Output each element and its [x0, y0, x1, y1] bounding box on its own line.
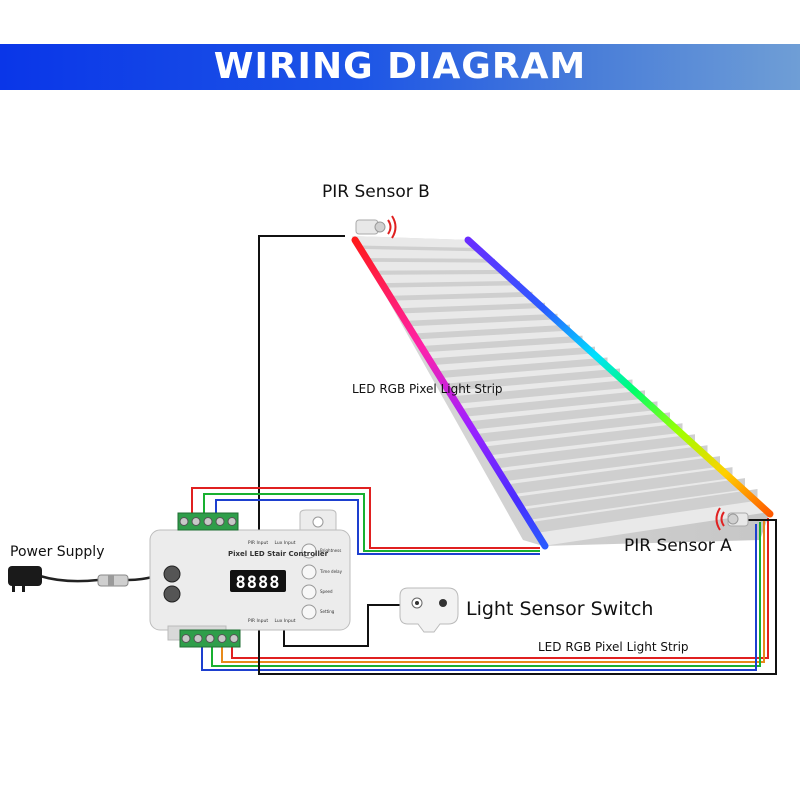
led-strip-right [464, 236, 774, 518]
wire-light-sensor [283, 604, 400, 647]
wire-bottom-red [231, 518, 769, 659]
port-label-lux-top: Lux Input [274, 540, 295, 546]
port-label-lux-bottom: Lux Input [274, 618, 295, 624]
speed-button[interactable] [301, 584, 317, 600]
label-pir-sensor-a: PIR Sensor A [624, 536, 732, 556]
stair-step [511, 456, 720, 495]
button-label-setting: Setting [320, 609, 335, 614]
terminal-screw [193, 634, 203, 643]
terminal-screw [217, 634, 227, 643]
stair-step [431, 346, 595, 366]
setting-button[interactable] [301, 604, 317, 620]
stair-step [471, 401, 658, 430]
wire-bottom-orange [221, 520, 765, 663]
page-title: WIRING DIAGRAM [213, 46, 587, 87]
terminal-screw [179, 517, 189, 526]
stair-step [375, 269, 508, 275]
terminal-screw [229, 634, 239, 643]
stair-step [391, 291, 533, 301]
light-sensor-switch [399, 587, 459, 633]
stair-step [359, 245, 483, 252]
display-digits: 8888 [236, 573, 281, 593]
terminal-screw [205, 634, 215, 643]
wire-top-green [203, 493, 540, 552]
terminal-screw [191, 517, 201, 526]
terminal-block-top [177, 512, 239, 531]
stair-step [399, 302, 545, 314]
controller-name: Pixel LED Stair Controller [228, 550, 329, 558]
stair-step [415, 324, 570, 340]
stair-step [407, 313, 558, 327]
port-label-pir-top: PIR Input [248, 540, 268, 546]
wire-pir-b [258, 235, 345, 538]
wire-power-supply [39, 574, 99, 583]
stair-step [479, 412, 670, 443]
staircase [352, 236, 770, 546]
power-supply-plug [8, 566, 129, 592]
label-pir-sensor-b: PIR Sensor B [322, 182, 430, 202]
stair-step [487, 423, 683, 456]
pir-sensor-b [355, 215, 397, 239]
terminal-block-bottom [179, 629, 241, 648]
title-banner [0, 44, 800, 90]
stair-steps [359, 245, 758, 534]
stair-step [455, 379, 633, 404]
seven-segment-display [230, 570, 286, 592]
stair-step [495, 434, 695, 469]
signal-waves-icon [387, 215, 397, 239]
label-strip-top: LED RGB Pixel Light Strip [352, 382, 503, 396]
stair-step [439, 357, 608, 379]
dc-jack [163, 565, 181, 583]
wire-bottom-green [211, 522, 761, 667]
stair-step [527, 478, 745, 521]
wire-top-red [191, 487, 540, 549]
stair-controller: Pixel LED Stair Controller 8888 PIR Inpu… [149, 509, 351, 648]
stair-step [423, 335, 583, 353]
wire-bottom-blue [201, 524, 757, 671]
label-power-supply: Power Supply [10, 544, 105, 560]
stair-step [367, 258, 495, 263]
terminal-screw [215, 517, 225, 526]
stair-step [463, 390, 645, 417]
button-label-time-delay: Time delay [319, 569, 343, 574]
brightness-button[interactable] [301, 543, 317, 559]
terminal-screw [203, 517, 213, 526]
wire-top-blue [215, 499, 540, 555]
port-label-pir-bottom: PIR Input [248, 618, 268, 624]
stair-step [383, 280, 520, 288]
label-strip-bottom: LED RGB Pixel Light Strip [538, 640, 689, 654]
stair-step [519, 467, 733, 508]
button-label-brightness: Brightness [320, 548, 341, 553]
time-delay-button[interactable] [301, 564, 317, 580]
button-label-speed: Speed [320, 589, 333, 594]
stair-step [503, 445, 708, 482]
signal-waves-icon [715, 507, 725, 531]
terminal-screw [227, 517, 237, 526]
stair-step [447, 368, 620, 391]
led-strip-left [351, 236, 549, 550]
label-light-sensor-switch: Light Sensor Switch [466, 598, 654, 620]
wires [39, 235, 777, 675]
terminal-screw [181, 634, 191, 643]
pir-sensor-a [715, 507, 749, 531]
dc-jack [163, 585, 181, 603]
stair-step [535, 489, 758, 534]
wire-pir-a [258, 519, 777, 675]
